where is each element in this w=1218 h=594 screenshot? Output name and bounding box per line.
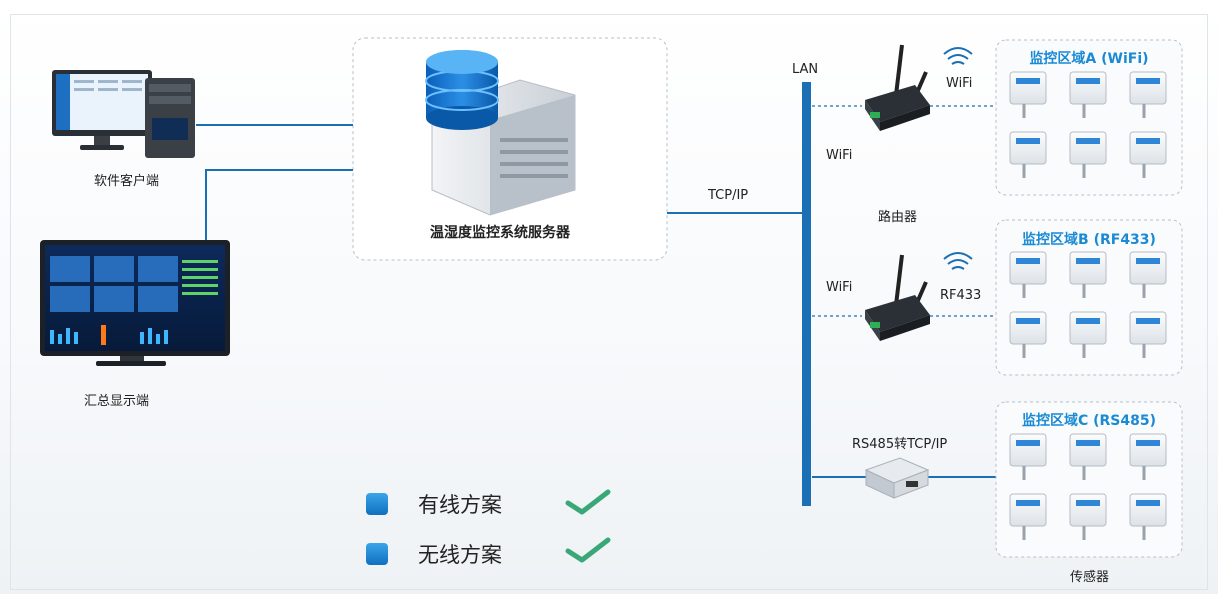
legend-swatch-wired [366,493,388,515]
legend-wired-label: 有线方案 [418,493,502,517]
sensor-device-icon [1009,71,1047,118]
sensor-device-icon [1069,251,1107,298]
sensor-device-icon [1129,71,1167,118]
check-icon [565,489,611,515]
router-a-wifi-label: WiFi [826,148,853,163]
sensor-device-icon [1069,71,1107,118]
router-icon [865,254,930,341]
sensor-device-icon [1009,131,1047,178]
dashboard-display [40,240,230,366]
legend-wireless-label: 无线方案 [418,543,502,567]
wired-lines [196,124,996,478]
display-client-label: 汇总显示端 [84,394,150,409]
lan-label: LAN [792,62,819,77]
sensor-device-icon [1009,493,1047,540]
server-icon [425,50,576,216]
sensor-device-icon [1129,311,1167,358]
router-icon [865,44,930,131]
sensor-device-icon [1009,433,1047,480]
lan-backbone [802,82,811,506]
sensor-device-icon [1129,251,1167,298]
zone-b-title: 监控区域B (RF433) [1022,232,1156,248]
zone-c-title: 监控区域C (RS485) [1021,413,1157,429]
sensor-device-icon [1009,311,1047,358]
sensor-device-icon [1069,131,1107,178]
sensor-device-icon [1069,433,1107,480]
wifi-signal-icon [943,47,973,65]
legend-swatch-wireless [366,543,388,565]
server-label: 温湿度监控系统服务器 [430,225,570,241]
tcpip-label: TCP/IP [708,188,749,203]
sensor-device-icon [1129,493,1167,540]
sensor-device-icon [1069,311,1107,358]
software-client-label: 软件客户端 [94,174,160,189]
wifi-signal-icon [943,252,973,270]
sensor-device-icon [1069,493,1107,540]
zone-a-title: 监控区域A (WiFi) [1029,51,1149,67]
router-b-wireless-label: RF433 [940,288,982,303]
router-caption: 路由器 [878,210,918,225]
check-icon [565,537,611,563]
wireless-lines [812,105,996,317]
rs485-converter-icon [864,457,930,499]
sensor-caption: 传感器 [1070,570,1110,585]
router-b-wifi-label: WiFi [826,280,853,295]
sensor-device-icon [1129,131,1167,178]
sensor-grid [1009,71,1167,540]
converter-label: RS485转TCP/IP [852,437,948,452]
sensor-device-icon [1129,433,1167,480]
software-client-computer [52,70,195,158]
router-a-wireless-label: WiFi [946,76,973,91]
sensor-device-icon [1009,251,1047,298]
